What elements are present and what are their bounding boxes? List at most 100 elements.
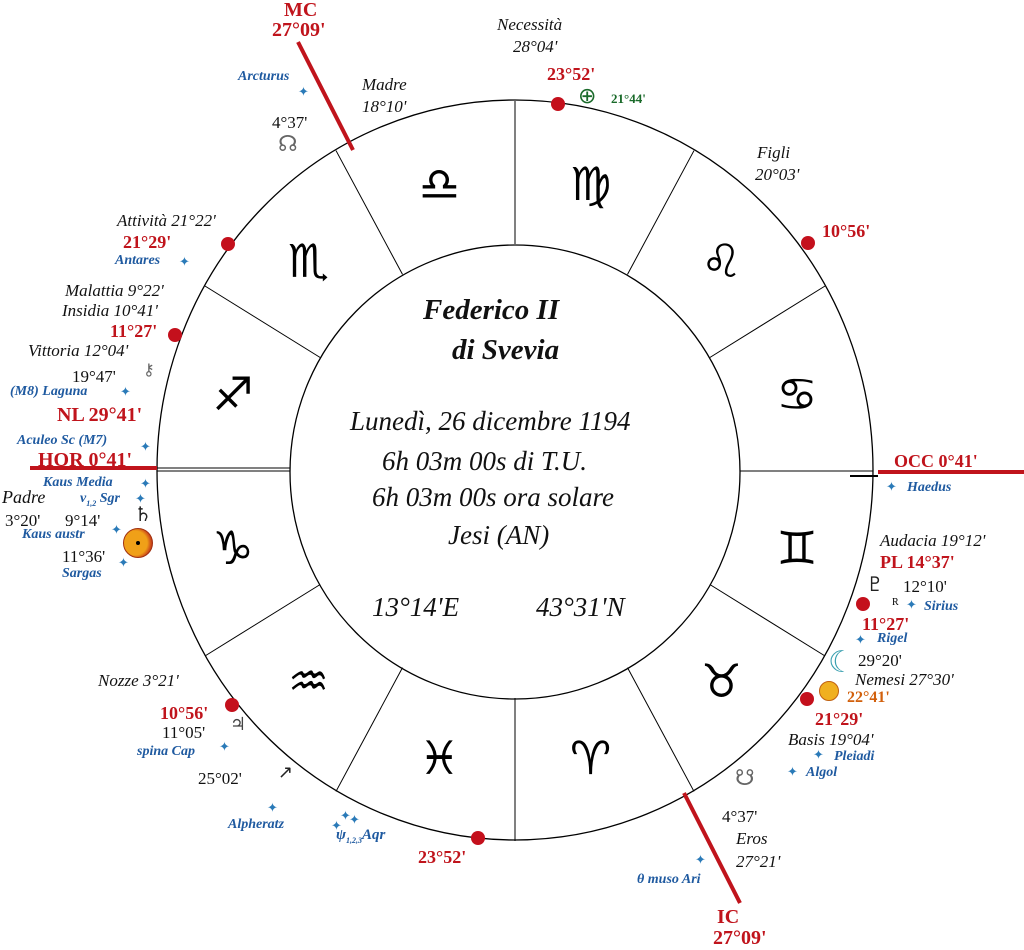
sign-divider bbox=[627, 667, 695, 792]
lot-vittoria: Vittoria 12°04' bbox=[28, 341, 129, 360]
star-icon: ✦ bbox=[813, 748, 824, 763]
star-nu-subscript: 1,2 bbox=[86, 498, 97, 508]
south-node-degree: 4°37' bbox=[722, 807, 758, 826]
mc-label: MC bbox=[284, 0, 318, 21]
sun-degree: 11°36' bbox=[62, 547, 106, 566]
cusp-degree: 11°27' bbox=[110, 321, 158, 341]
star-icon: ✦ bbox=[111, 523, 122, 538]
star-kaus-austr: Kaus austr bbox=[22, 527, 85, 542]
cusp-marker bbox=[471, 831, 485, 845]
star-icon: ✦ bbox=[886, 480, 897, 495]
ic-axis-line bbox=[682, 792, 742, 904]
star-icon: ✦ bbox=[118, 556, 129, 571]
star-icon: ✦ bbox=[267, 801, 278, 816]
star-laguna: (M8) Laguna bbox=[10, 384, 88, 399]
star-icon: ✦ bbox=[120, 385, 131, 400]
north-node-degree: 4°37' bbox=[272, 113, 308, 132]
chiron-degree: 19°47' bbox=[72, 367, 116, 386]
mercury-icon bbox=[819, 681, 839, 701]
star-icon: ✦ bbox=[787, 765, 798, 780]
sign-divider bbox=[335, 667, 403, 792]
cusp-degree: 10°56' bbox=[822, 221, 871, 241]
moon-degree: 29°20' bbox=[858, 651, 902, 670]
star-sirius: Sirius bbox=[924, 599, 959, 614]
chart-title-name: Federico II bbox=[423, 294, 560, 326]
lot-figli-degree: 20°03' bbox=[755, 165, 800, 184]
sign-divider bbox=[204, 584, 321, 657]
cusp-degree: 21°29' bbox=[123, 232, 172, 252]
star-icon: ✦ bbox=[140, 440, 151, 455]
sign-aquarius-icon: ♒︎ bbox=[287, 654, 330, 708]
star-icon: ✦ bbox=[298, 85, 309, 100]
star-icon: ✦ bbox=[855, 633, 866, 648]
saturn-degree: 9°14' bbox=[65, 511, 101, 530]
sign-pisces-icon: ♓︎ bbox=[418, 730, 461, 785]
star-psi-subscript: 1,2,3 bbox=[346, 836, 363, 845]
earth-degree: 21°44' bbox=[611, 91, 646, 106]
sign-scorpio-icon: ♏︎ bbox=[287, 233, 330, 288]
birth-time-solar: 6h 03m 00s ora solare bbox=[372, 482, 615, 512]
star-alpheratz: Alpheratz bbox=[228, 817, 285, 832]
star-icon: ✦ bbox=[179, 255, 190, 270]
south-node-icon: ☋ bbox=[735, 766, 755, 791]
star-spina-cap: spina Cap bbox=[137, 744, 195, 759]
jupiter-degree: 11°05' bbox=[162, 723, 206, 742]
sign-taurus-icon: ♉︎ bbox=[700, 654, 743, 708]
longitude: 13°14'E bbox=[372, 592, 460, 622]
cusp-marker bbox=[168, 328, 182, 342]
cusp-marker bbox=[856, 597, 870, 611]
lot-padre-degree: 3°20' bbox=[5, 511, 41, 530]
star-icon: ✦ bbox=[140, 477, 151, 492]
star-pleiadi: Pleiadi bbox=[834, 749, 875, 764]
lot-madre-degree: 18°10' bbox=[362, 97, 407, 116]
cusp-degree: 10°56' bbox=[160, 703, 209, 723]
lot-padre: Padre bbox=[2, 487, 46, 507]
lot-attivita: Attività 21°22' bbox=[117, 211, 216, 230]
star-rigel: Rigel bbox=[877, 631, 908, 646]
star-icon: ✦ bbox=[340, 809, 351, 824]
star-aculeo: Aculeo Sc (M7) bbox=[17, 433, 108, 448]
retrograde-mark: R bbox=[892, 597, 899, 608]
chart-title-dynasty: di Svevia bbox=[452, 334, 560, 366]
sign-capricorn-icon: ♑︎ bbox=[212, 520, 254, 575]
star-icon: ✦ bbox=[135, 492, 146, 507]
sign-virgo-icon: ♍︎ bbox=[569, 157, 612, 212]
star-nu-sgr: ν1,2 Sgr bbox=[80, 492, 120, 508]
occ-label: OCC 0°41' bbox=[894, 451, 978, 471]
cusp-marker bbox=[801, 236, 815, 250]
moon-icon: ☾ bbox=[828, 645, 855, 680]
sign-divider bbox=[627, 150, 695, 275]
lot-basis: Basis 19°04' bbox=[788, 730, 874, 749]
star-arcturus: Arcturus bbox=[238, 69, 290, 84]
mercury-degree: 22°41' bbox=[847, 689, 890, 706]
sign-dividers bbox=[157, 101, 873, 841]
star-psi-symbol: ψ bbox=[336, 827, 347, 843]
uranus-arrow-icon: ↗ bbox=[278, 762, 294, 783]
cusp-marker bbox=[800, 692, 814, 706]
pluto-icon: ♇ bbox=[866, 572, 884, 596]
part-of-fortune-label: PL 14°37' bbox=[880, 552, 955, 572]
chiron-icon: ⚷ bbox=[143, 360, 155, 379]
sign-aries-icon: ♈︎ bbox=[569, 730, 612, 785]
sign-libra-icon: ♎︎ bbox=[418, 157, 461, 212]
star-psi-constellation: Aqr bbox=[362, 827, 386, 843]
star-icon: ✦ bbox=[331, 819, 342, 834]
star-icon: ✦ bbox=[695, 853, 706, 868]
star-algol: Algol bbox=[806, 765, 838, 780]
lot-nozze: Nozze 3°21' bbox=[98, 671, 179, 690]
sign-divider bbox=[709, 285, 826, 358]
sign-cancer-icon: ♋︎ bbox=[776, 367, 818, 422]
sign-divider bbox=[335, 150, 403, 275]
sign-leo-icon: ♌︎ bbox=[700, 233, 743, 288]
cusp-degree: 23°52' bbox=[547, 64, 596, 84]
cusp-marker bbox=[551, 97, 565, 111]
star-haedus: Haedus bbox=[907, 480, 952, 495]
cusp-marker bbox=[225, 698, 239, 712]
star-sargas: Sargas bbox=[62, 566, 102, 581]
ic-degree: 27°09' bbox=[713, 927, 767, 949]
lot-figli: Figli bbox=[757, 143, 791, 162]
latitude: 43°31'N bbox=[536, 592, 625, 622]
sign-gemini-icon: ♊︎ bbox=[776, 520, 818, 575]
